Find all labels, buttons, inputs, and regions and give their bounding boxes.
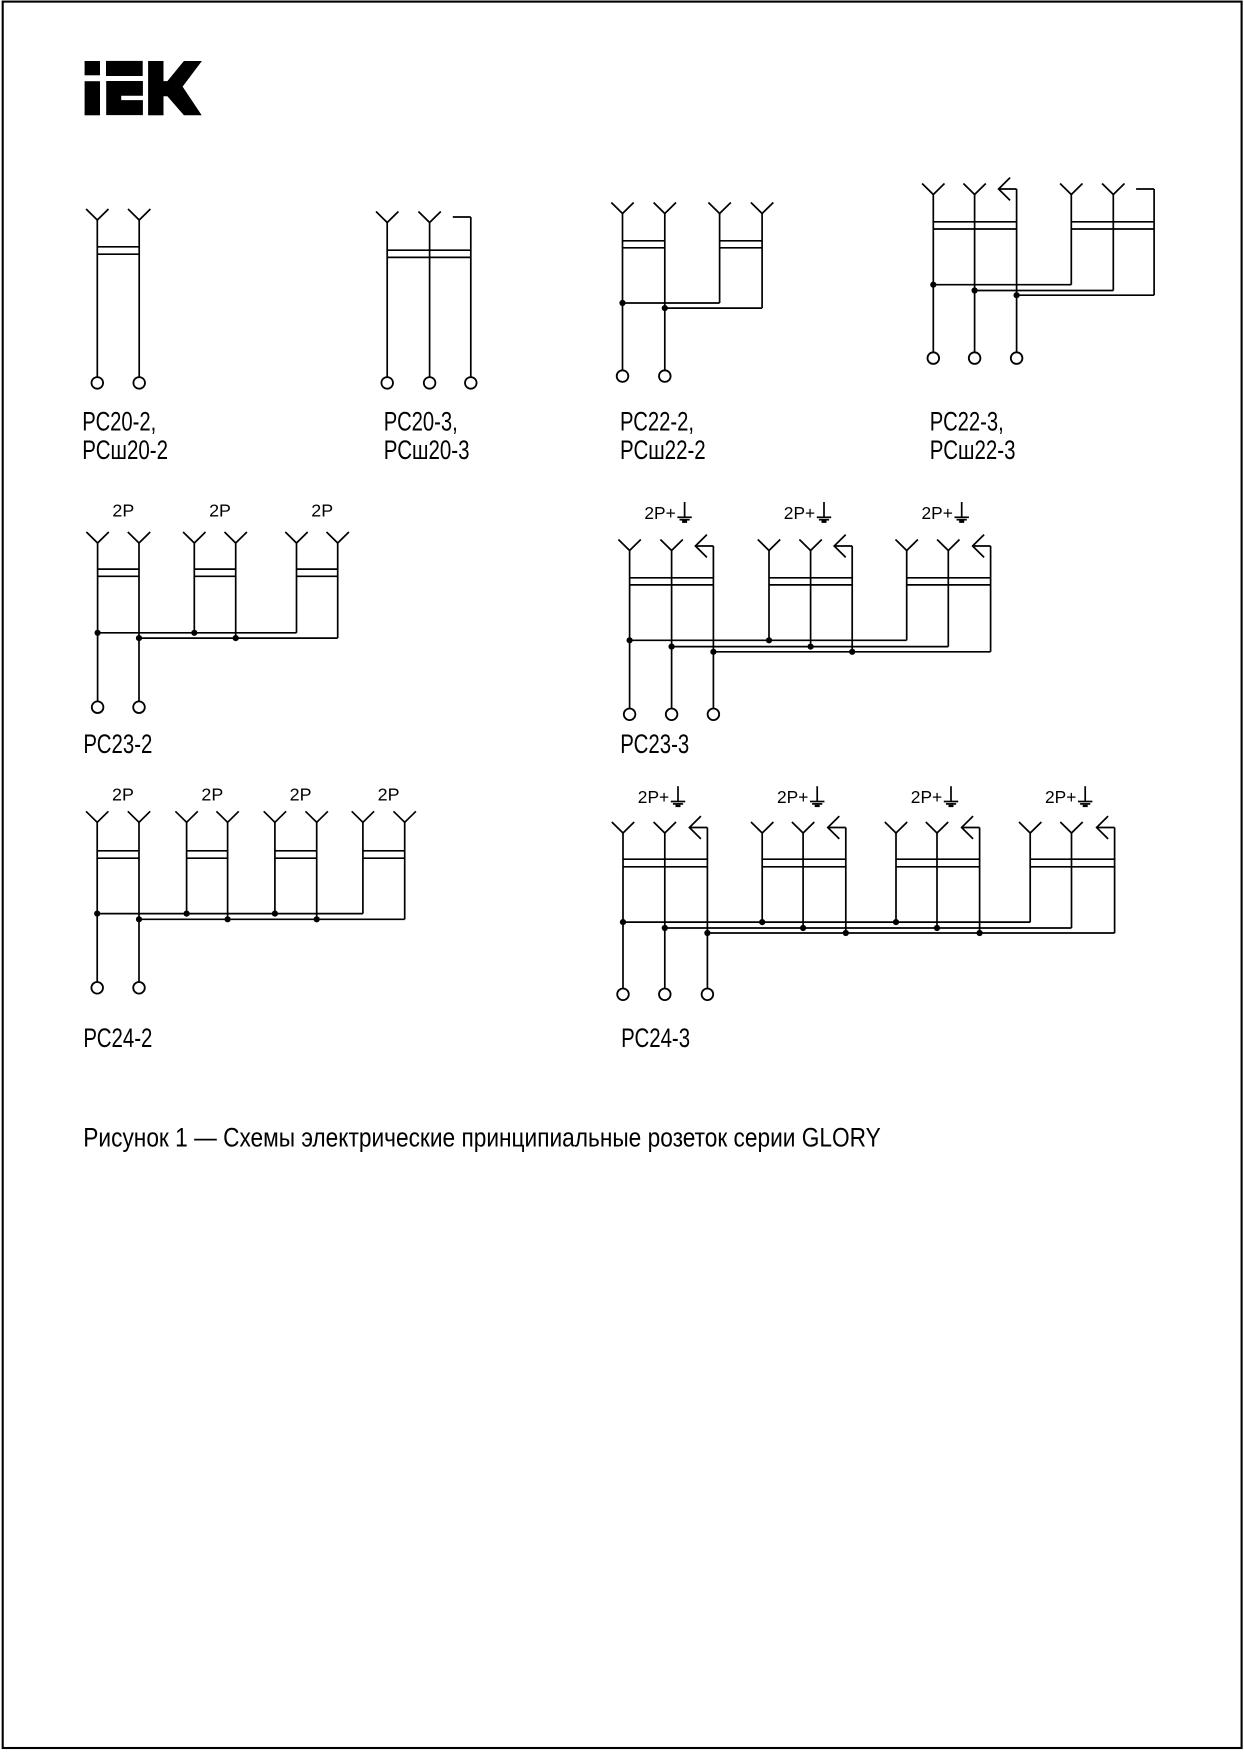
svg-text:Рисунок 1 — Схемы электрически: Рисунок 1 — Схемы электрические принципи…	[83, 1122, 881, 1153]
svg-text:2P: 2P	[112, 785, 134, 805]
svg-text:РС24-3: РС24-3	[621, 1022, 690, 1053]
svg-text:РС20-3,: РС20-3,	[384, 405, 458, 436]
svg-text:РСш20-2: РСш20-2	[82, 434, 168, 465]
svg-text:2P: 2P	[112, 501, 134, 521]
svg-text:2P+: 2P+	[638, 787, 669, 807]
svg-text:2P+: 2P+	[1045, 787, 1076, 807]
svg-text:2P: 2P	[378, 785, 400, 805]
svg-text:РС24-2: РС24-2	[83, 1022, 152, 1053]
svg-text:2P: 2P	[311, 501, 333, 521]
svg-text:2P: 2P	[290, 785, 312, 805]
svg-text:2P+: 2P+	[922, 503, 953, 523]
svg-text:РСш22-2: РСш22-2	[620, 434, 706, 465]
svg-text:РС22-3,: РС22-3,	[930, 405, 1004, 436]
svg-text:2P+: 2P+	[644, 503, 675, 523]
svg-text:РС23-2: РС23-2	[83, 728, 152, 759]
svg-text:РСш20-3: РСш20-3	[384, 434, 470, 465]
svg-text:2P+: 2P+	[784, 503, 815, 523]
svg-text:2P+: 2P+	[777, 787, 808, 807]
svg-text:РС22-2,: РС22-2,	[620, 405, 694, 436]
svg-text:РСш22-3: РСш22-3	[930, 434, 1016, 465]
svg-text:РС23-3: РС23-3	[620, 728, 689, 759]
svg-text:РС20-2,: РС20-2,	[82, 405, 156, 436]
svg-text:2P+: 2P+	[911, 787, 942, 807]
svg-text:2P: 2P	[209, 501, 231, 521]
svg-text:2P: 2P	[201, 785, 223, 805]
